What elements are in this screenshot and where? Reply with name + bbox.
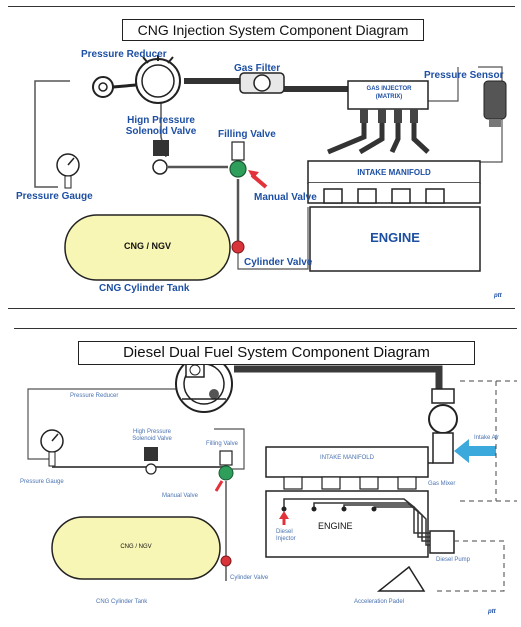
label2-diesel-injector-line1: Diesel xyxy=(276,529,293,535)
diesel-injector-node-4 xyxy=(371,506,377,512)
hp-solenoid-valve xyxy=(152,140,169,175)
diesel-pump xyxy=(429,530,455,554)
label-engine: ENGINE xyxy=(370,230,420,245)
label-cylinder-valve: Cylinder Valve xyxy=(244,257,313,268)
injector-pipe-1 xyxy=(327,123,367,155)
cng-tank-2 xyxy=(51,516,221,580)
dashed-air-box xyxy=(460,380,517,502)
pipe-return xyxy=(237,207,309,270)
label-filling-valve: Filling Valve xyxy=(218,129,276,140)
injector-pipe-3 xyxy=(389,123,401,154)
gas-filter xyxy=(239,72,285,94)
pipe2-reducer-to-gauge xyxy=(27,388,204,460)
label2-cylinder-valve: Cylinder Valve xyxy=(230,575,269,581)
label-intake-manifold: INTAKE MANIFOLD xyxy=(357,168,431,177)
engine-block xyxy=(309,206,481,272)
label2-manual-valve: Manual Valve xyxy=(162,493,198,499)
intake-air-arrowhead xyxy=(454,439,469,463)
label-hp-solenoid: Hign Pressure Solenoid Valve xyxy=(118,115,204,137)
manual-valve-arrow-2 xyxy=(214,480,224,492)
diagram-1-title: CNG Injection System Component Diagram xyxy=(122,19,424,41)
pipe-injector-to-sensor xyxy=(428,67,459,102)
diagram-2-title: Diesel Dual Fuel System Component Diagra… xyxy=(78,341,475,365)
label2-tank: CNG / NGV xyxy=(120,544,152,550)
dual-fuel-diagram-drawing xyxy=(27,355,517,592)
label2-tank-caption: CNG Cylinder Tank xyxy=(96,599,148,605)
pipe2-reducer-to-mixer xyxy=(234,365,443,389)
dashed-pedal-link xyxy=(434,540,505,592)
label2-pressure-reducer: Pressure Reducer xyxy=(70,393,119,399)
label2-hp-solenoid-line2: Solenoid Valve xyxy=(132,436,172,442)
filling-valve-2 xyxy=(218,450,234,481)
label2-pressure-gauge: Pressure Gauge xyxy=(20,479,64,485)
label2-intake-manifold: INTAKE MANIFOLD xyxy=(320,455,374,461)
label-pressure-gauge: Pressure Gauge xyxy=(16,191,93,202)
injector-pipe-2 xyxy=(358,123,385,155)
label-hp-solenoid-line2: Solenoid Valve xyxy=(125,126,197,137)
gas-mixer xyxy=(428,388,458,464)
label-pressure-sensor: Pressure Sensor xyxy=(424,70,504,81)
ptt-logo-2: ptt xyxy=(488,609,496,615)
filling-valve xyxy=(229,141,247,178)
injector-pipe-4 xyxy=(411,123,430,154)
pressure-reducer-2 xyxy=(175,355,233,413)
accel-pedal xyxy=(376,565,426,592)
ptt-logo: ptt xyxy=(494,293,502,299)
pipe-reducer-to-gauge xyxy=(34,80,70,188)
diesel-injector-node-3 xyxy=(341,506,347,512)
diesel-injector-node-1 xyxy=(281,506,287,512)
intake-manifold-2 xyxy=(265,446,433,490)
diesel-injector-arrowhead xyxy=(279,511,289,519)
label-gas-injector-line1: GAS INJECTOR xyxy=(366,86,412,92)
label2-intake-air: Intake Air xyxy=(474,435,500,441)
label2-diesel-injector-line2: Injector xyxy=(276,536,296,542)
label-gas-injector-line2: (MATRIX) xyxy=(375,94,403,100)
label2-gas-mixer: Gas Mixer xyxy=(428,481,456,487)
cylinder-valve-2 xyxy=(220,555,232,567)
pressure-gauge xyxy=(56,153,80,189)
label-pressure-reducer: Pressure Reducer xyxy=(81,49,167,60)
label2-hp-solenoid-line1: High Pressure xyxy=(132,429,171,435)
diesel-injector-node-2 xyxy=(311,506,317,512)
cylinder-valve xyxy=(231,240,245,254)
label2-engine: ENGINE xyxy=(318,521,353,531)
label2-filling-valve: Filling Valve xyxy=(206,441,238,447)
pressure-reducer xyxy=(92,55,181,104)
cng-diagram-drawing xyxy=(34,55,507,281)
diesel-fuel-lines xyxy=(283,498,434,546)
gas-injector xyxy=(347,80,429,123)
label2-diesel-pump: Diesel Pump xyxy=(436,557,471,563)
cng-tank xyxy=(64,214,231,281)
pipe2-filling-to-reducer xyxy=(214,428,245,470)
pressure-gauge-2 xyxy=(40,429,64,467)
label-manual-valve: Manual Valve xyxy=(254,192,317,203)
engine-block-2 xyxy=(265,490,429,558)
label-hp-solenoid-line1: Hign Pressure xyxy=(127,115,195,126)
label-gas-filter: Gas Filter xyxy=(234,63,281,74)
label-tank: CNG / NGV xyxy=(123,241,171,251)
label-tank-caption: CNG Cylinder Tank xyxy=(99,283,190,294)
manual-valve-arrowhead xyxy=(248,170,259,179)
dual-fuel-diagram: Diesel Dual Fuel System Component Diagra… xyxy=(14,328,517,620)
pressure-sensor xyxy=(483,80,507,127)
label2-accel-pedal: Acceleration Padel xyxy=(354,599,405,605)
hp-solenoid-valve-2 xyxy=(144,447,158,475)
label2-diesel-injector: Diesel Injector xyxy=(276,529,296,543)
label-gas-injector: GAS INJECTOR (MATRIX) xyxy=(350,85,428,101)
cng-injection-diagram: CNG Injection System Component Diagram P… xyxy=(8,6,515,309)
intake-manifold xyxy=(307,160,481,204)
label2-hp-solenoid: High Pressure Solenoid Valve xyxy=(122,429,182,443)
